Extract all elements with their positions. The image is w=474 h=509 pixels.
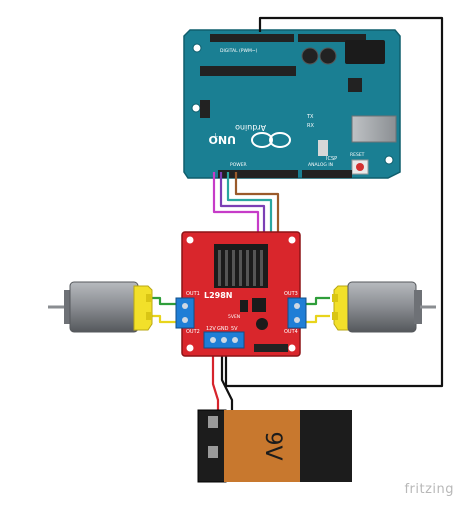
digital-header-label: DIGITAL (PWM~) <box>220 48 258 54</box>
jumper-label: 5VEN <box>228 314 240 320</box>
icsp-label: ICSP <box>326 156 337 162</box>
board-model-label: UNO <box>209 133 237 146</box>
mount-hole <box>192 43 202 53</box>
terminal-power <box>203 331 245 349</box>
usb-port <box>351 115 397 143</box>
v12-label: 12V <box>206 326 216 332</box>
mount-hole <box>186 344 194 352</box>
arduino-uno-board: UNO Arduino TX RX L ICSP RESET POWER ANA… <box>183 29 401 179</box>
mount-hole <box>288 344 296 352</box>
capacitor <box>319 47 337 65</box>
motor-body <box>69 281 139 333</box>
dc-motor-right <box>332 281 436 333</box>
wire-gnd-loop <box>224 16 444 388</box>
driver-chip-label: L298N <box>204 291 233 300</box>
out4-label: OUT4 <box>284 329 298 335</box>
regulator <box>252 298 266 312</box>
fritzing-watermark: fritzing <box>404 482 454 497</box>
mount-hole <box>186 236 194 244</box>
wire-battery-red <box>211 344 220 414</box>
power-jack <box>345 40 385 64</box>
usb-chip <box>348 78 362 92</box>
led-rx-label: RX <box>307 123 314 129</box>
out1-label: OUT1 <box>186 291 200 297</box>
reset-label: RESET <box>350 152 365 158</box>
led-l-label: L <box>215 133 218 139</box>
power-header-label: POWER <box>230 162 247 168</box>
terminal-out1-out2 <box>175 297 195 329</box>
battery-9v: 9V <box>197 409 352 483</box>
motor-body <box>347 281 417 333</box>
arduino-logo: UNO Arduino <box>209 123 291 148</box>
led-tx-label: TX <box>306 114 314 120</box>
analog-header-pins <box>302 170 352 178</box>
board-brand-label: Arduino <box>235 123 266 132</box>
battery-terminal <box>208 416 218 428</box>
heatsink <box>214 244 268 288</box>
out2-label: OUT2 <box>186 329 200 335</box>
terminal-out3-out4 <box>287 297 307 329</box>
digital-header-pins <box>298 34 366 42</box>
gnd-label: GND <box>217 326 229 332</box>
l298n-driver-board: L298N OUT1 OUT2 OUT3 OUT4 12V GND 5V 5VE… <box>175 231 307 357</box>
capacitor <box>256 318 268 330</box>
dc-motor-left <box>48 281 153 333</box>
mount-hole <box>288 236 296 244</box>
atmega-chip <box>200 66 296 76</box>
icsp-header <box>200 100 210 118</box>
out3-label: OUT3 <box>284 291 298 297</box>
wire-battery-black <box>220 344 234 414</box>
wire-motor-left-b <box>150 314 188 324</box>
motor-end-cap <box>133 285 153 331</box>
mount-hole <box>384 155 394 165</box>
crystal <box>318 140 328 156</box>
mount-hole <box>191 103 201 113</box>
analog-header-label: ANALOG IN <box>308 162 333 168</box>
wire-motor-left-a <box>150 296 188 306</box>
reset-button <box>356 163 364 171</box>
battery-voltage-label: 9V <box>260 431 285 460</box>
battery-terminal <box>208 446 218 458</box>
digital-header-pins <box>210 34 294 42</box>
capacitor <box>301 47 319 65</box>
logic-input-header <box>254 344 288 352</box>
v5-label: 5V <box>231 326 238 332</box>
power-header-pins <box>218 170 298 178</box>
